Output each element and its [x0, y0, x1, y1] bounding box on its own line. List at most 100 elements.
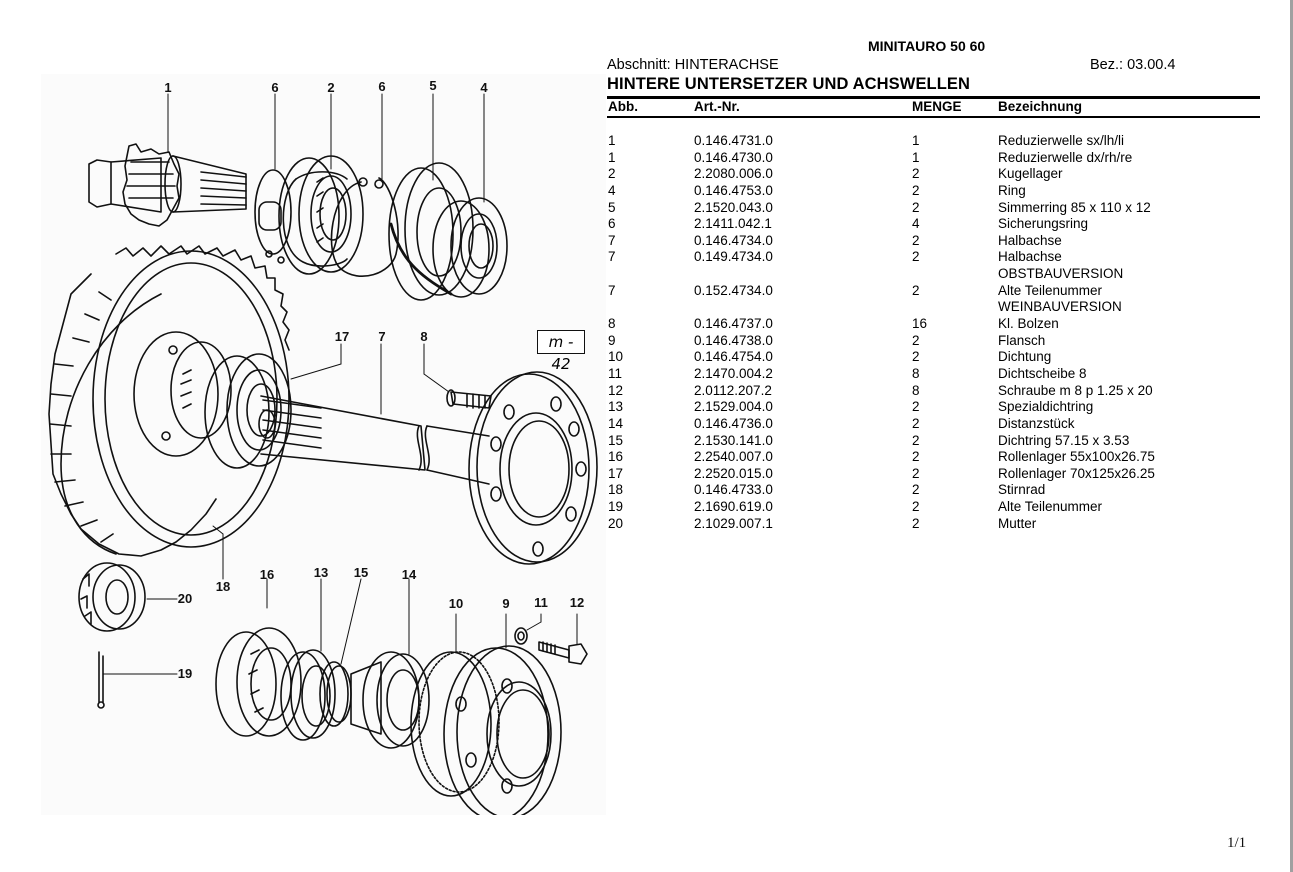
callout-10: 10: [448, 596, 464, 611]
cell-abb: 7: [608, 282, 616, 298]
cell-menge: 2: [912, 282, 920, 298]
cell-bezeichnung: Sicherungsring: [998, 216, 1089, 232]
roller-bearing-16-drawing: [215, 627, 302, 737]
cell-bezeichnung: Halbachse: [998, 249, 1062, 265]
cell-bezeichnung: Simmerring 85 x 110 x 12: [998, 199, 1151, 215]
flange-drawing: [443, 645, 562, 815]
cell-bezeichnung: Stirnrad: [998, 482, 1046, 498]
split-pin-drawing: [97, 651, 105, 709]
cell-bezeichnung: Reduzierwelle sx/lh/li: [998, 133, 1125, 148]
cell-abb: 1: [608, 133, 616, 148]
cell-abb: 14: [608, 415, 624, 431]
cell-menge: 2: [912, 182, 920, 198]
cell-bezeichnung: Flansch: [998, 332, 1046, 348]
cell-bezeichnung: Reduzierwelle dx/rh/re: [998, 149, 1133, 165]
parts-drawing: [48, 93, 598, 815]
callout-5: 5: [429, 78, 437, 93]
half-axle-drawing: [258, 395, 490, 485]
cell-art-nr: 2.0112.207.2: [694, 382, 772, 398]
cell-bezeichnung: Alte Teilenummer: [998, 499, 1103, 515]
cell-menge: 1: [912, 149, 920, 165]
cell-art-nr: 0.149.4734.0: [694, 249, 773, 265]
cell-bezeichnung: Schraube m 8 p 1.25 x 20: [998, 382, 1153, 398]
header-rule-bottom: [607, 116, 1260, 118]
cell-abb: 2: [608, 166, 616, 182]
cell-bezeichnung: Dichtring 57.15 x 3.53: [998, 432, 1130, 448]
table-row: OBSTBAUVERSION: [607, 266, 1260, 283]
cell-abb: 5: [608, 199, 616, 215]
figure-tag: m - 42: [537, 330, 585, 373]
cell-menge: 2: [912, 166, 920, 182]
cell-art-nr: 0.146.4736.0: [694, 415, 773, 431]
roller-bearing-17-drawing: [204, 353, 292, 469]
cell-menge: 2: [912, 232, 920, 248]
cell-art-nr: 2.2520.015.0: [694, 465, 773, 481]
cell-abb: 4: [608, 182, 616, 198]
cell-abb: 6: [608, 216, 616, 232]
document-title: MINITAURO 50 60: [868, 38, 986, 54]
callout-1: 1: [164, 80, 172, 95]
callout-6b: 6: [378, 79, 386, 94]
cell-art-nr: 2.1029.007.1: [694, 515, 773, 531]
cell-menge: 8: [912, 382, 920, 398]
cell-abb: 9: [608, 332, 616, 348]
page-heading: HINTERE UNTERSETZER UND ACHSWELLEN: [607, 75, 971, 93]
cell-abb: 18: [608, 482, 624, 498]
header-rule-top: [607, 96, 1260, 99]
cell-abb: 20: [608, 515, 624, 531]
special-seal-drawing: [280, 649, 336, 741]
reduction-shaft-drawing: [88, 143, 348, 267]
cell-menge: 2: [912, 399, 920, 415]
spur-gear-drawing: [48, 245, 290, 557]
gasket-drawing: [410, 651, 500, 797]
cell-art-nr: 2.1520.043.0: [694, 199, 773, 215]
washer-drawing: [514, 627, 528, 645]
cell-abb: 16: [608, 449, 624, 465]
cell-abb: 11: [608, 365, 623, 381]
cell-art-nr: 2.1411.042.1: [694, 216, 772, 232]
callout-7: 7: [378, 329, 386, 344]
cell-art-nr: 0.146.4753.0: [694, 182, 773, 198]
cell-abb: 13: [608, 399, 624, 415]
cell-bezeichnung: Halbachse: [998, 232, 1062, 248]
cell-abb: 15: [608, 432, 624, 448]
cell-bezeichnung: Rollenlager 70x125x26.25: [998, 465, 1155, 481]
cell-bezeichnung: Dichtscheibe 8: [998, 365, 1087, 381]
page-indicator: 1/1: [1227, 835, 1247, 851]
cell-bezeichnung: Dichtung: [998, 349, 1052, 365]
column-header-art-nr: Art.-Nr.: [694, 99, 740, 114]
cell-art-nr: 2.1690.619.0: [694, 499, 773, 515]
cell-menge: 2: [912, 499, 920, 515]
cell-menge: 4: [912, 216, 920, 232]
cell-menge: 2: [912, 449, 920, 465]
cell-menge: 2: [912, 432, 920, 448]
cell-abb: 17: [608, 465, 624, 481]
cell-abb: 19: [608, 499, 624, 515]
callout-18: 18: [215, 579, 231, 594]
cell-bezeichnung: Kl. Bolzen: [998, 316, 1059, 332]
table-row: 6 2.1411.042.1 4 Sicherungsring: [607, 216, 1260, 233]
cell-menge: 1: [912, 133, 920, 148]
circlip-drawing: [330, 177, 399, 278]
axle-flange-drawing: [468, 371, 598, 565]
callout-8: 8: [420, 329, 428, 344]
cell-menge: 2: [912, 515, 920, 531]
cell-art-nr: 0.146.4730.0: [694, 149, 773, 165]
callout-19: 19: [177, 666, 193, 681]
cell-art-nr: 0.146.4737.0: [694, 316, 773, 332]
cell-menge: 2: [912, 332, 920, 348]
table-row: WEINBAUVERSION: [607, 299, 1260, 316]
